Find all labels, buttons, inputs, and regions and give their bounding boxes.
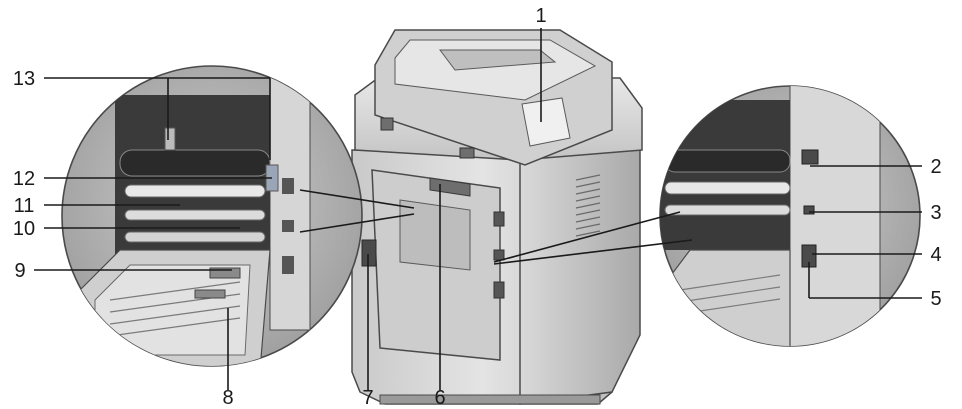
callout-10: 10: [13, 218, 35, 240]
rear-interior-detail-left: [61, 65, 363, 367]
callout-5: 5: [930, 288, 941, 310]
callout-13: 13: [13, 68, 35, 90]
callout-9: 9: [14, 260, 25, 282]
detail-connector-lines: [299, 189, 693, 265]
callout-3: 3: [930, 202, 941, 224]
callout-11: 11: [14, 195, 35, 217]
callout-2: 2: [930, 156, 941, 178]
side-vent-grille: [575, 174, 601, 237]
rear-interior-detail-right: [659, 85, 921, 347]
callout-4: 4: [930, 244, 941, 266]
callout-leader-lines: [34, 28, 922, 390]
callout-6: 6: [434, 387, 445, 409]
callout-1: 1: [535, 5, 546, 27]
printer-main-body: [351, 29, 643, 405]
callout-labels: 1 2 3 4 5 6 7 8 9 10 11 12 13: [13, 5, 942, 409]
callout-7: 7: [362, 387, 373, 409]
callout-12: 12: [13, 168, 35, 190]
callout-8: 8: [222, 387, 233, 409]
